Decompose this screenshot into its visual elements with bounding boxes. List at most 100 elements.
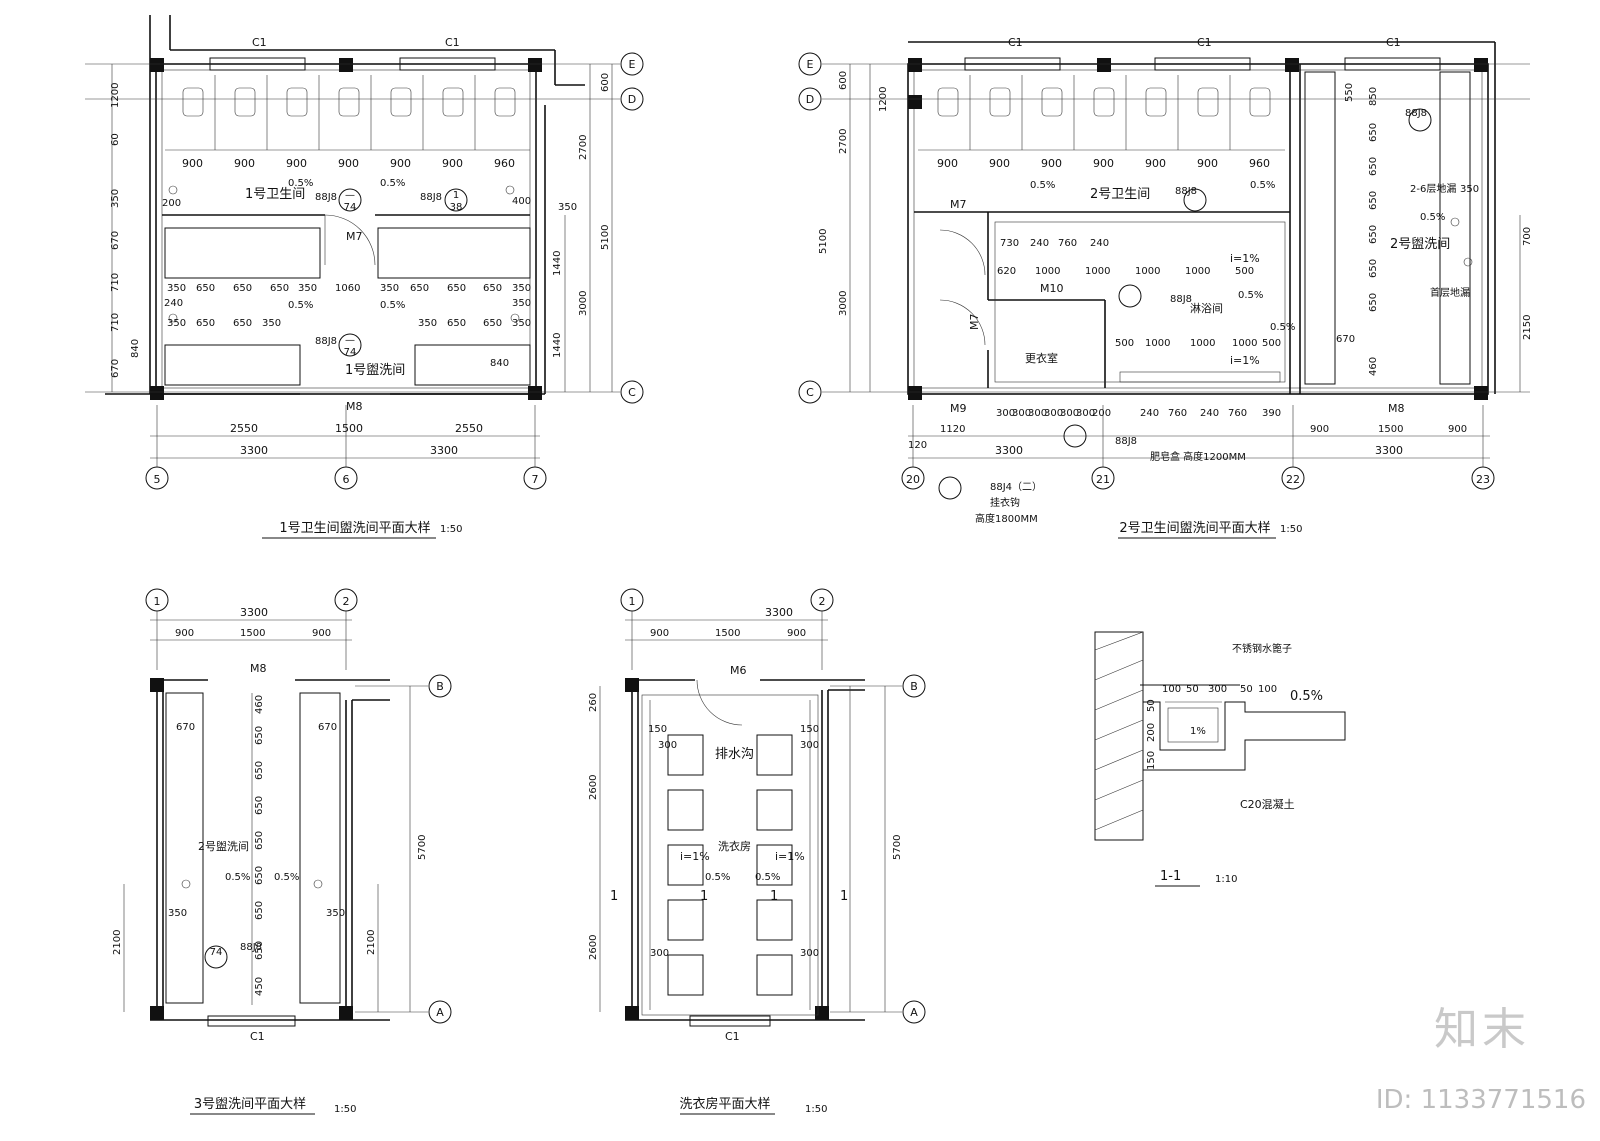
- plan1-axis-e: E: [629, 58, 636, 71]
- plan2-room-wash: 2号盥洗间: [1390, 237, 1450, 252]
- plan2-st-2: 760: [1058, 238, 1077, 249]
- section-v-1: 200: [1146, 723, 1157, 742]
- plan2-ld-4: 3000: [838, 291, 849, 316]
- plan2-ld-0: 600: [838, 71, 849, 90]
- plan1-ref-code-a: 88J8: [315, 192, 337, 203]
- plan2-note-hook-code: 88J4（二）: [990, 481, 1042, 493]
- plan2-wr-12: 2150: [1522, 315, 1533, 340]
- plan3-misc-2: 350: [168, 908, 187, 919]
- plan2-wr-4: 650: [1368, 191, 1379, 210]
- plan2-bench-3: 760: [1228, 408, 1247, 419]
- plan1-ld-1: 60: [110, 133, 121, 146]
- plan2-ref-3: 88J8: [1405, 108, 1427, 119]
- plan1-dim-b1: 1500: [335, 422, 363, 435]
- plan2-bench-2: 240: [1200, 408, 1219, 419]
- plan3-md-2: 650: [254, 761, 265, 780]
- section-v-0: 50: [1146, 699, 1157, 712]
- plan2-slope-3: 0.5%: [1238, 290, 1263, 301]
- plan1-rd-0: 600: [600, 73, 611, 92]
- plan2-sr-3: 1000: [1135, 266, 1160, 277]
- plan1-ld-2: 350: [110, 189, 121, 208]
- plan2-ld-3: 5100: [818, 229, 829, 254]
- plan4-mark-0: 1: [610, 889, 618, 904]
- plan1-rd-5: 1440: [552, 333, 563, 358]
- plan1-misc-3: 240: [164, 298, 183, 309]
- plan2-wr-5: 650: [1368, 225, 1379, 244]
- plan1-scale: 1:50: [440, 524, 462, 535]
- plan3-md-7: 650: [254, 941, 265, 960]
- plan1-slope-d: 0.5%: [380, 300, 405, 311]
- plan2-room-shower: 淋浴间: [1190, 302, 1223, 315]
- plan4-axis-b: B: [910, 680, 918, 693]
- plan2-sr2-2: 1000: [1190, 338, 1215, 349]
- plan2-bd-6: 3300: [1375, 444, 1403, 457]
- plan2-slope-5: 0.5%: [1270, 322, 1295, 333]
- plan3-right-total: 5700: [417, 835, 428, 860]
- plan1-rd-3: 1440: [552, 251, 563, 276]
- plan1-ra-8: 650: [447, 283, 466, 294]
- plan1-misc-5: 840: [490, 358, 509, 369]
- plan4-room: 洗衣房: [718, 839, 751, 853]
- plan2-wr-8: 460: [1368, 357, 1379, 376]
- section-d-3: 50: [1240, 684, 1253, 695]
- plan2-sr-1: 1000: [1035, 266, 1060, 277]
- plan4-td-1: 1500: [715, 628, 740, 639]
- plan2-note-drain2: 2-6层地漏: [1410, 182, 1456, 195]
- plan2-sr2-4: 500: [1262, 338, 1281, 349]
- plan2-st-0: 730: [1000, 238, 1019, 249]
- plan1-rd-1: 2700: [578, 135, 589, 160]
- plan1-ld-6: 670: [110, 359, 121, 378]
- plan2-sr-2: 1000: [1085, 266, 1110, 277]
- plan1-ref-b-num: —: [345, 190, 355, 201]
- plan4-axis-1: 1: [629, 595, 636, 608]
- plan2-stall-5: 900: [1197, 157, 1218, 170]
- plan1-stall-0: 900: [182, 157, 203, 170]
- plan4-drain: 排水沟: [715, 747, 754, 762]
- plan1-rb-3: 350: [262, 318, 281, 329]
- plan3-sd-1: 2100: [366, 930, 377, 955]
- plan3-title: 3号盥洗间平面大样: [194, 1097, 306, 1112]
- plan1-axis-6: 6: [343, 473, 350, 486]
- plan3-window: C1: [250, 1030, 265, 1043]
- plan3-td-1: 1500: [240, 628, 265, 639]
- plan4-slope-1: i=1%: [775, 850, 805, 863]
- plan3-top-total: 3300: [240, 606, 268, 619]
- plan2-wr-6: 650: [1368, 259, 1379, 278]
- plan2-bd-2: 3300: [995, 444, 1023, 457]
- plan2-scale: 1:50: [1280, 524, 1302, 535]
- plan4-scale: 1:50: [805, 1104, 827, 1115]
- plan1-ld-5: 710: [110, 313, 121, 332]
- plan3-axis-b: B: [436, 680, 444, 693]
- section-conc-label: C20混凝土: [1240, 797, 1295, 811]
- plan3-md-1: 650: [254, 726, 265, 745]
- section-d-4: 100: [1258, 684, 1277, 695]
- plan4-mark-2: 1: [770, 889, 778, 904]
- plan3-md-5: 650: [254, 866, 265, 885]
- plan2-stall-0: 900: [937, 157, 958, 170]
- plan1-ra-9: 650: [483, 283, 502, 294]
- plan2-note-hook-h: 高度1800MM: [975, 512, 1038, 525]
- plan2-lk-0: 300: [996, 408, 1015, 419]
- plan2-door-4: M8: [1388, 402, 1405, 415]
- plan1-ra-10: 350: [512, 283, 531, 294]
- plan1-ref-a-sheet: 38: [450, 202, 463, 213]
- plan2-window-1: C1: [1197, 36, 1212, 49]
- brand-watermark: 知末: [1434, 1004, 1530, 1055]
- plan1-stall-3: 900: [338, 157, 359, 170]
- plan1-ra-4: 350: [298, 283, 317, 294]
- section-d-1: 50: [1186, 684, 1199, 695]
- plan2-sr2-0: 500: [1115, 338, 1134, 349]
- plan4-mark-1: 1: [700, 889, 708, 904]
- plan2-ref-2: 88J8: [1115, 436, 1137, 447]
- plan2-slope-2: i=1%: [1230, 252, 1260, 265]
- plan2-room-change: 更衣室: [1025, 351, 1058, 365]
- plan-1: [85, 15, 644, 490]
- plan2-bd-4: 1500: [1378, 424, 1403, 435]
- plan1-door-m7: M7: [346, 230, 363, 243]
- plan4-title: 洗衣房平面大样: [679, 1096, 770, 1112]
- plan1-rb-2: 650: [233, 318, 252, 329]
- plan2-bd-1: 1120: [940, 424, 965, 435]
- plan2-slope-0: 0.5%: [1030, 180, 1055, 191]
- section-slope-in: 1%: [1190, 726, 1206, 737]
- plan3-md-4: 650: [254, 831, 265, 850]
